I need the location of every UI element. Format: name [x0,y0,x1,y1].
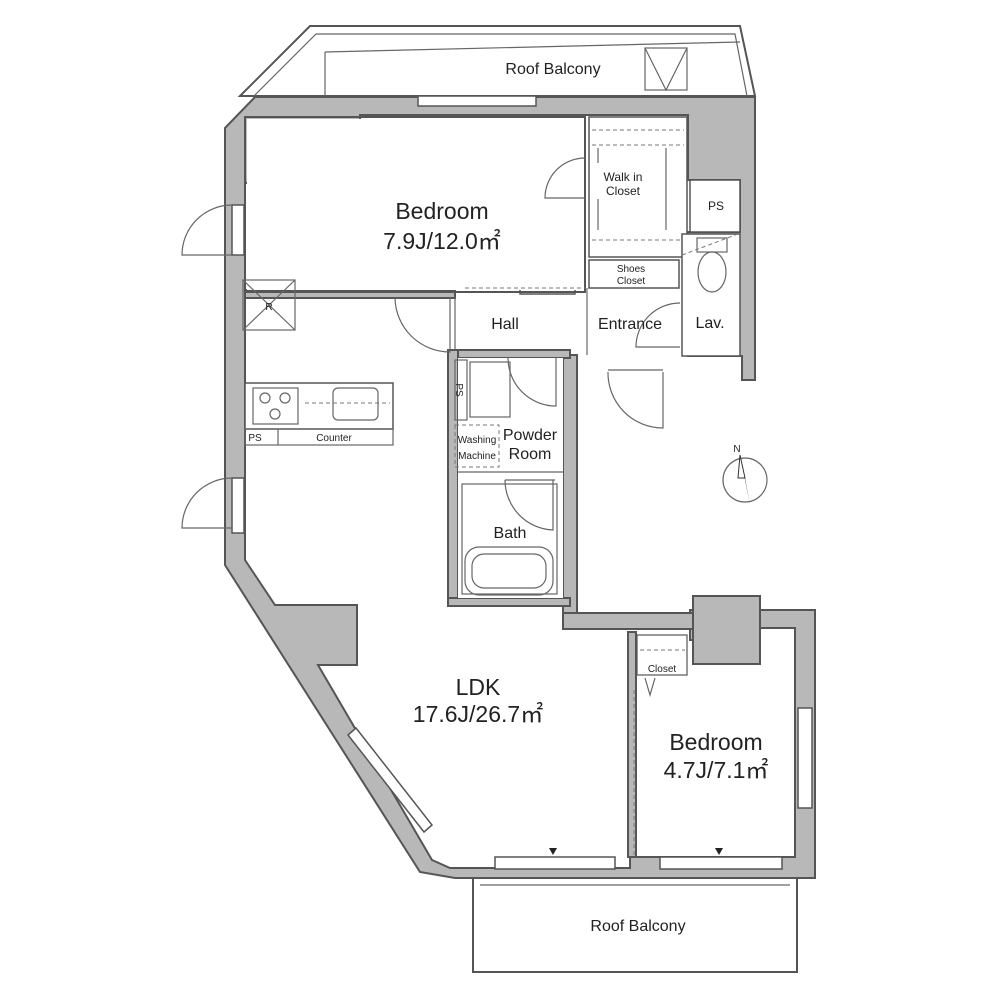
small-closet: Closet [636,634,688,698]
bedroom-second: Bedroom 4.7J/7.1㎡ [633,690,813,870]
window-top-bedroom [417,95,537,107]
bathtub-icon [464,546,554,596]
left-door-bedroom[interactable] [181,204,233,256]
roof-balcony-bottom-label: Roof Balcony [590,918,685,935]
hall-door[interactable] [394,297,451,353]
walk-in-closet-label-2: Closet [606,184,641,198]
left-doors [181,204,245,534]
ldk-size: 17.6J/26.7㎡ [413,701,543,727]
window-ldk-bottom [494,856,616,870]
window-bedroom-second-bottom [659,856,783,870]
bedroom-main: Bedroom 7.9J/12.0㎡ [244,116,586,293]
ldk-room: LDK 17.6J/26.7㎡ [346,674,616,870]
washing-machine-space [454,424,500,468]
kitchen-counter [244,382,394,430]
ps-kitchen-label: PS [248,433,262,444]
bath-door[interactable] [504,479,554,531]
lavatory: Lav. [635,233,741,357]
shoes-closet-label-2: Closet [617,276,646,287]
bedroom-main-label: Bedroom [395,198,488,224]
left-door-ldk[interactable] [181,477,233,529]
window-bedroom-second-side [797,707,813,809]
bedroom-second-size: 4.7J/7.1㎡ [664,757,769,783]
sink-icon [332,387,379,421]
roof-balcony-top-label: Roof Balcony [505,61,600,78]
shoes-closet-label-1: Shoes [617,264,645,275]
ps-top: PS [689,179,741,233]
north-arrow-icon: N [722,444,768,505]
counter-label: Counter [316,433,352,444]
bedroom-second-label: Bedroom [669,729,762,755]
roof-balcony-top: Roof Balcony [237,25,757,97]
walk-in-closet: Walk in Closet [588,116,688,258]
ldk-label: LDK [456,674,501,700]
bath-area: PS Washing Machine Powder Room Bath [453,357,563,598]
shoes-closet: Shoes Closet [588,259,680,289]
hall-label: Hall [491,316,519,333]
bedroom-vent-marker [715,848,723,855]
ps-bath-label: PS [453,383,464,397]
entrance-label: Entrance [598,316,662,333]
range-hood [242,279,296,331]
walk-in-closet-label-1: Walk in [604,170,643,184]
kitchen: R PS Counter [242,279,394,446]
lav-label: Lav. [695,315,724,332]
powder-door[interactable] [507,357,557,407]
range-hood-r-icon: R [265,302,272,313]
roof-balcony-bottom: Roof Balcony [472,877,798,973]
lav-door[interactable] [635,302,681,348]
washing-label-2: Machine [458,451,496,462]
washing-label-1: Washing [458,435,497,446]
bath-label: Bath [494,525,527,542]
bedroom-main-door[interactable] [544,157,586,199]
hall-entrance: Hall Entrance [394,287,664,429]
stove-icon [252,387,299,425]
ps-top-label: PS [708,199,724,213]
partition-east [562,354,578,628]
partition-south [562,612,694,630]
toilet-icon [697,251,727,293]
window-ldk-diagonal [346,726,434,834]
powder-label-1: Powder [503,427,558,444]
closet-small-label: Closet [648,664,677,675]
entrance-door[interactable] [607,371,664,429]
bedroom-main-size: 7.9J/12.0㎡ [383,228,501,254]
powder-label-2: Room [509,446,552,463]
ldk-vent-marker [549,848,557,855]
compass-n-label: N [733,444,740,455]
